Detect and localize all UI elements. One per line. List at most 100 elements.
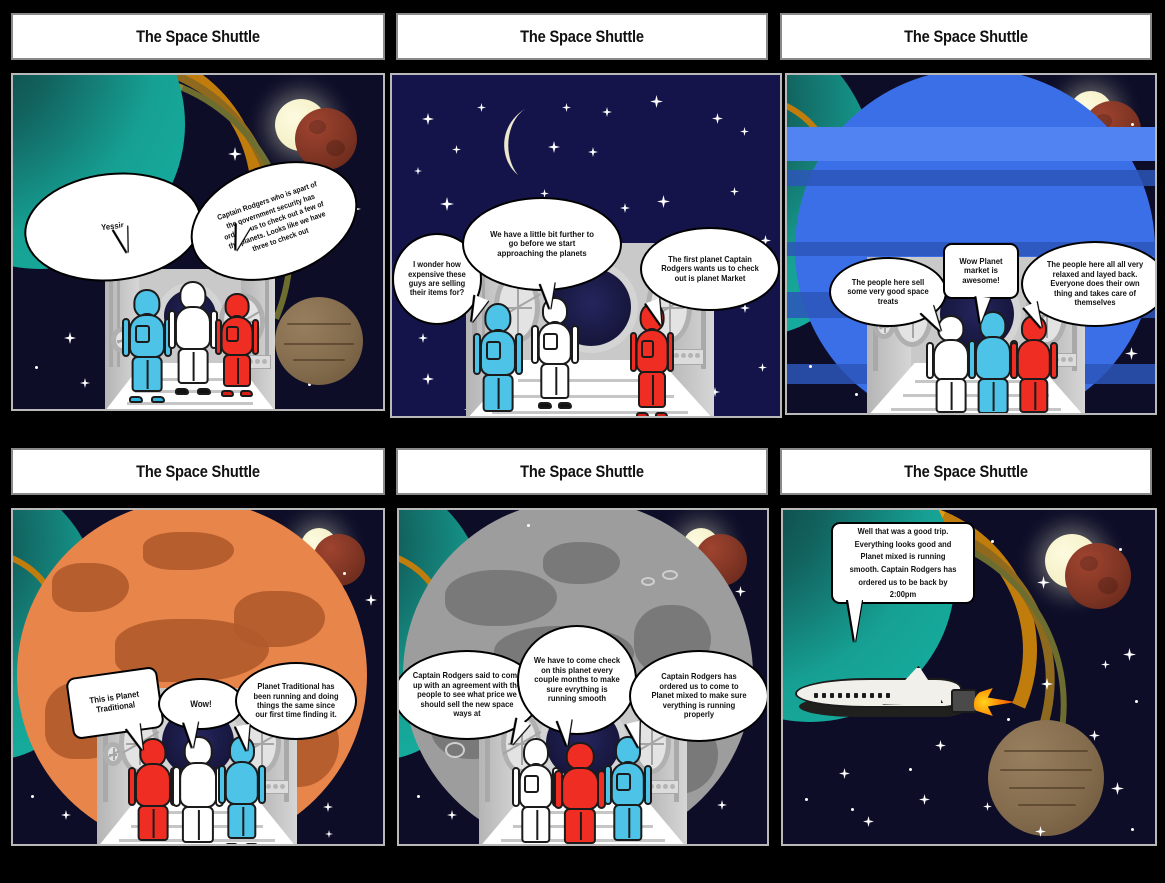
corridor-rib bbox=[109, 275, 113, 367]
speech-text: This is Planet Traditional bbox=[88, 689, 140, 715]
speech-bubble-planet-traditional[interactable]: This is Planet Traditional bbox=[65, 665, 165, 741]
panel-6-scene: Well that was a good trip. Everything lo… bbox=[783, 510, 1155, 844]
speech-text: Well that was a good trip. Everything lo… bbox=[849, 526, 957, 600]
planet-blotch bbox=[1098, 577, 1118, 595]
speech-tail bbox=[557, 719, 575, 747]
speech-bubble-wow[interactable]: Wow! bbox=[158, 678, 244, 730]
shuttle-window-row bbox=[814, 692, 890, 698]
cyan-astronaut[interactable] bbox=[473, 303, 523, 416]
corridor-rib bbox=[117, 275, 120, 367]
legs bbox=[227, 803, 257, 840]
planet-band-light bbox=[787, 126, 1155, 161]
arm-right bbox=[1049, 342, 1058, 380]
space-shuttle[interactable] bbox=[795, 660, 1016, 730]
boot-left bbox=[175, 387, 190, 396]
cyan-astronaut[interactable] bbox=[604, 736, 652, 844]
legs bbox=[935, 378, 967, 413]
star-sparkle-icon bbox=[325, 830, 333, 838]
legs bbox=[177, 348, 209, 385]
star-sparkle-icon bbox=[735, 586, 746, 597]
star-sparkle-icon bbox=[863, 816, 874, 827]
panel-3-title-box: The Space Shuttle bbox=[780, 13, 1152, 60]
arm-left bbox=[968, 339, 977, 380]
boot-left bbox=[129, 395, 144, 404]
star-sparkle-icon bbox=[61, 810, 71, 820]
speech-bubble-monthly-check[interactable]: We have to come check on this planet eve… bbox=[517, 625, 637, 735]
crescent-moon bbox=[496, 105, 538, 177]
star-sparkle-icon bbox=[323, 802, 333, 812]
torso bbox=[561, 766, 599, 811]
torso bbox=[134, 763, 172, 808]
legs bbox=[521, 806, 551, 844]
legs bbox=[638, 371, 666, 409]
white-astronaut[interactable] bbox=[531, 297, 579, 410]
star-sparkle-icon bbox=[447, 810, 457, 820]
corridor-hatch bbox=[103, 742, 123, 766]
speech-bubble-trip-summary[interactable]: Well that was a good trip. Everything lo… bbox=[831, 522, 975, 604]
chest-pack bbox=[524, 774, 539, 793]
moon-blotch bbox=[445, 570, 557, 626]
red-astronaut[interactable] bbox=[554, 742, 606, 844]
torso bbox=[174, 306, 212, 351]
star-sparkle-icon bbox=[588, 147, 598, 157]
cyan-astronaut[interactable] bbox=[968, 311, 1018, 413]
torso bbox=[932, 338, 970, 381]
speech-bubble-relaxed-people[interactable]: The people here all all very relaxed and… bbox=[1021, 241, 1155, 327]
chest-pack bbox=[640, 339, 655, 358]
panel-5-scene: Captain Rodgers said to come up with an … bbox=[399, 510, 767, 844]
star-sparkle-icon bbox=[983, 802, 992, 811]
white-astronaut[interactable] bbox=[172, 736, 224, 844]
speech-text: Wow! bbox=[190, 698, 212, 709]
chest-pack bbox=[485, 341, 501, 360]
arm-left bbox=[554, 770, 563, 809]
speech-bubble-wow-market[interactable]: Wow Planet market is awesome! bbox=[943, 243, 1019, 299]
star-sparkle-icon bbox=[740, 127, 749, 136]
arm-right bbox=[252, 319, 260, 355]
legs bbox=[181, 805, 215, 844]
speech-bubble-traditional-history[interactable]: Planet Traditional has been running and … bbox=[235, 662, 357, 740]
legs bbox=[482, 373, 514, 413]
boot-right bbox=[240, 390, 253, 397]
speech-bubble-planet-mixed-order[interactable]: Captain Rodgers has ordered us to come t… bbox=[629, 650, 767, 742]
panel-6-image[interactable]: Well that was a good trip. Everything lo… bbox=[781, 508, 1157, 846]
panel-4-image[interactable]: This is Planet Traditional Wow! Planet T… bbox=[11, 508, 385, 846]
star-sparkle-icon bbox=[540, 189, 549, 198]
panel-1-scene: Yessir Captain Rodgers who is apart of t… bbox=[13, 75, 383, 409]
panel-2-title-box: The Space Shuttle bbox=[396, 13, 768, 60]
speech-bubble-further-to-go[interactable]: We have a little bit further to go befor… bbox=[462, 197, 622, 291]
arm-right bbox=[643, 765, 652, 806]
legs bbox=[223, 354, 251, 387]
arm-left bbox=[926, 342, 935, 380]
red-astronaut[interactable] bbox=[1010, 315, 1058, 413]
red-astronaut[interactable] bbox=[214, 293, 260, 397]
planet-stripe bbox=[999, 768, 1093, 771]
star-sparkle-icon bbox=[760, 235, 771, 246]
chest-pack bbox=[543, 332, 558, 350]
planet-band bbox=[787, 169, 1155, 186]
arm-left bbox=[629, 332, 637, 373]
red-astronaut[interactable] bbox=[629, 303, 675, 416]
panel-1-image[interactable]: Yessir Captain Rodgers who is apart of t… bbox=[11, 73, 385, 411]
helmet bbox=[179, 281, 207, 310]
star-sparkle-icon bbox=[758, 363, 767, 372]
speech-bubble-space-treats[interactable]: The people here sell some very good spac… bbox=[829, 257, 947, 327]
moon-crater bbox=[641, 577, 655, 586]
speech-bubble-planet-market[interactable]: The first planet Captain Rodgers wants u… bbox=[640, 227, 780, 311]
white-astronaut[interactable] bbox=[168, 281, 218, 396]
cyan-astronaut[interactable] bbox=[122, 289, 172, 404]
brown-planet bbox=[275, 297, 363, 385]
star-sparkle-icon bbox=[919, 794, 930, 805]
panel-6-title: The Space Shuttle bbox=[904, 461, 1028, 481]
panel-3-image[interactable]: The people here sell some very good spac… bbox=[785, 73, 1157, 415]
red-astronaut[interactable] bbox=[128, 738, 178, 844]
corridor-floor-line bbox=[135, 390, 245, 393]
legs bbox=[1019, 378, 1049, 413]
star bbox=[31, 795, 34, 798]
torso bbox=[224, 761, 260, 806]
white-astronaut[interactable] bbox=[512, 738, 560, 844]
cyan-astronaut[interactable] bbox=[218, 736, 266, 844]
speech-bubble-agreement[interactable]: Captain Rodgers said to come up with an … bbox=[399, 650, 541, 740]
star-sparkle-icon bbox=[717, 800, 727, 810]
panel-5-image[interactable]: Captain Rodgers said to come up with an … bbox=[397, 508, 769, 846]
panel-2-image[interactable]: I wonder how expensive these guys are se… bbox=[390, 73, 782, 418]
